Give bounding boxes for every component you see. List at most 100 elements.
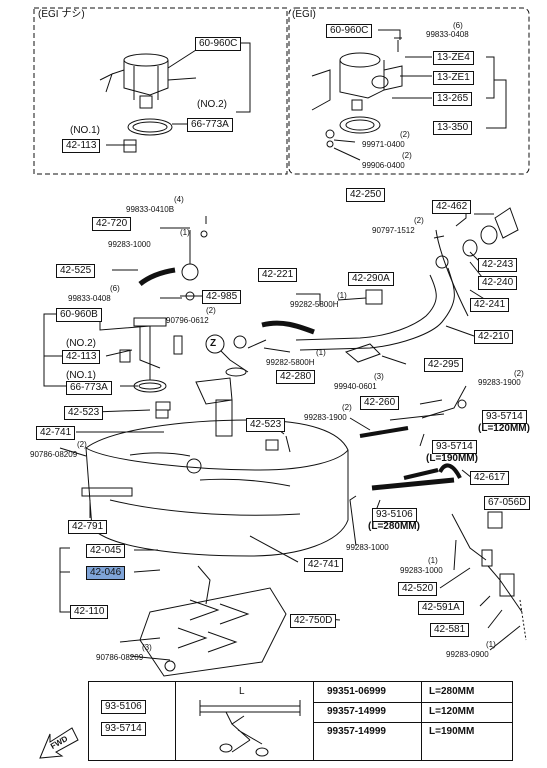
- label-93-5714-b: 93-5714: [432, 440, 477, 454]
- label-90796-0612: 90796-0612: [166, 316, 209, 325]
- label-42-045: 42-045: [86, 544, 126, 558]
- label-no1-left: (NO.1): [70, 125, 100, 136]
- label-60-960c-right: 60-960C: [326, 24, 373, 38]
- hose-93-5714-l190: [403, 468, 439, 480]
- hose-93-5714-l120: [359, 426, 409, 438]
- label-42-741-a: 42-741: [36, 426, 76, 440]
- table-row-2-part: 99357-14999: [327, 706, 386, 717]
- label-13-265: 13-265: [433, 92, 473, 106]
- left-fuel-pump-unit: [99, 49, 197, 109]
- label-42-750d: 42-750D: [290, 614, 337, 628]
- label-no1-main: (NO.1): [66, 370, 96, 381]
- table-row-1-length: L=280MM: [429, 686, 475, 697]
- label-42-617: 42-617: [470, 471, 510, 485]
- pad-42-791: [81, 487, 133, 497]
- hose-42-617: [438, 463, 462, 479]
- bolt-90796: [173, 335, 183, 355]
- label-42-520: 42-520: [398, 582, 438, 596]
- table-left-93-5106: 93-5106: [101, 700, 146, 714]
- label-99971-0400: 99971-0400: [362, 140, 405, 149]
- label-99283-1000-c: 99283-1000: [400, 566, 443, 575]
- fwd-arrow: [39, 727, 79, 759]
- pipe-42-260: [421, 385, 467, 419]
- hose-42-525: [138, 267, 176, 286]
- label-99940-0601: 99940-0601: [334, 382, 377, 391]
- label-90786-08209-b: 90786-08209: [96, 653, 144, 662]
- table-row-3-length: L=190MM: [429, 726, 475, 737]
- label-42-462: 42-462: [432, 200, 472, 214]
- label-42-741-b: 42-741: [304, 558, 344, 572]
- qty-1-d: (1): [428, 556, 438, 565]
- qty-1-b: (1): [337, 291, 347, 300]
- grommet-42-280: [233, 335, 247, 349]
- qty-1-c: (1): [316, 348, 326, 357]
- label-42-523-b: 42-523: [246, 418, 286, 432]
- label-42-280: 42-280: [276, 370, 316, 384]
- label-13-ze1: 13-ZE1: [433, 71, 474, 85]
- label-99283-1000-b: 99283-1000: [346, 543, 389, 552]
- in-tank-pump: [195, 367, 247, 437]
- label-42-046[interactable]: 42-046: [86, 566, 126, 580]
- label-99833-0408-b: 99833-0408: [68, 294, 111, 303]
- egi-nashi-panel-border: [33, 7, 288, 175]
- label-42-113-main: 42-113: [62, 350, 101, 364]
- label-99283-1900-b: 99283-1900: [304, 413, 347, 422]
- label-99833-0410b: 99833-0410B: [126, 205, 175, 214]
- label-42-591a: 42-591A: [418, 601, 464, 615]
- label-42-250: 42-250: [346, 188, 386, 202]
- qty-2-b: (2): [206, 306, 216, 315]
- qty-2-c: (2): [514, 369, 524, 378]
- fuel-filter-line: [451, 511, 527, 641]
- hose-93-5106: [371, 477, 455, 491]
- label-no2-left: (NO.2): [197, 99, 227, 110]
- qty-2-e: (2): [77, 440, 87, 449]
- left-seal: [123, 139, 137, 153]
- label-13-350: 13-350: [433, 121, 473, 135]
- label-42-581: 42-581: [430, 623, 470, 637]
- left-gasket: [127, 118, 173, 136]
- strap: [197, 565, 211, 605]
- label-66-773a-left: 66-773A: [187, 118, 233, 132]
- fuel-tank: [85, 419, 349, 557]
- egi-title: (EGI): [292, 9, 316, 20]
- label-42-525: 42-525: [56, 264, 96, 278]
- sender-unit: [119, 317, 167, 393]
- label-42-110: 42-110: [70, 605, 109, 619]
- label-99282-5800h-b: 99282-5800H: [266, 358, 315, 367]
- right-gasket: [339, 116, 381, 134]
- qty-1-e: (1): [486, 640, 496, 649]
- qty-2-b-right: (2): [402, 151, 412, 160]
- filler-pipe: [295, 229, 469, 351]
- grommet: [181, 263, 199, 281]
- qty-2-d: (2): [342, 403, 352, 412]
- qty-6: (6): [110, 284, 120, 293]
- egi-nashi-title: (EGI ナシ): [38, 9, 85, 20]
- bracket-42-295: [344, 343, 381, 363]
- qty-2-a: (2): [414, 216, 424, 225]
- qty-3-a: (3): [374, 372, 384, 381]
- label-99906-0400: 99906-0400: [362, 161, 405, 170]
- z-marker-1: [205, 334, 225, 354]
- label-42-221: 42-221: [258, 268, 298, 282]
- label-l280: (L=280MM): [368, 521, 420, 532]
- table-left-93-5714: 93-5714: [101, 722, 146, 736]
- heat-shield: [139, 587, 287, 677]
- table-row-2-length: L=120MM: [429, 706, 475, 717]
- label-90797-1512: 90797-1512: [372, 226, 415, 235]
- label-42-720: 42-720: [92, 217, 132, 231]
- label-42-243: 42-243: [478, 258, 518, 272]
- label-42-295: 42-295: [424, 358, 464, 372]
- label-90786-08209-a: 90786-08209: [30, 450, 78, 459]
- right-fuel-pump-unit: [311, 52, 403, 111]
- label-60-960b: 60-960B: [56, 308, 102, 322]
- label-42-240: 42-240: [478, 276, 518, 290]
- label-42-113-left: 42-113: [62, 139, 101, 153]
- label-42-241: 42-241: [470, 298, 510, 312]
- label-42-210: 42-210: [474, 330, 514, 344]
- breather-hose: [261, 320, 315, 335]
- label-99283-0900: 99283-0900: [446, 650, 489, 659]
- egi-panel-border: [288, 7, 530, 175]
- label-42-791: 42-791: [68, 520, 108, 534]
- label-42-985: 42-985: [202, 290, 242, 304]
